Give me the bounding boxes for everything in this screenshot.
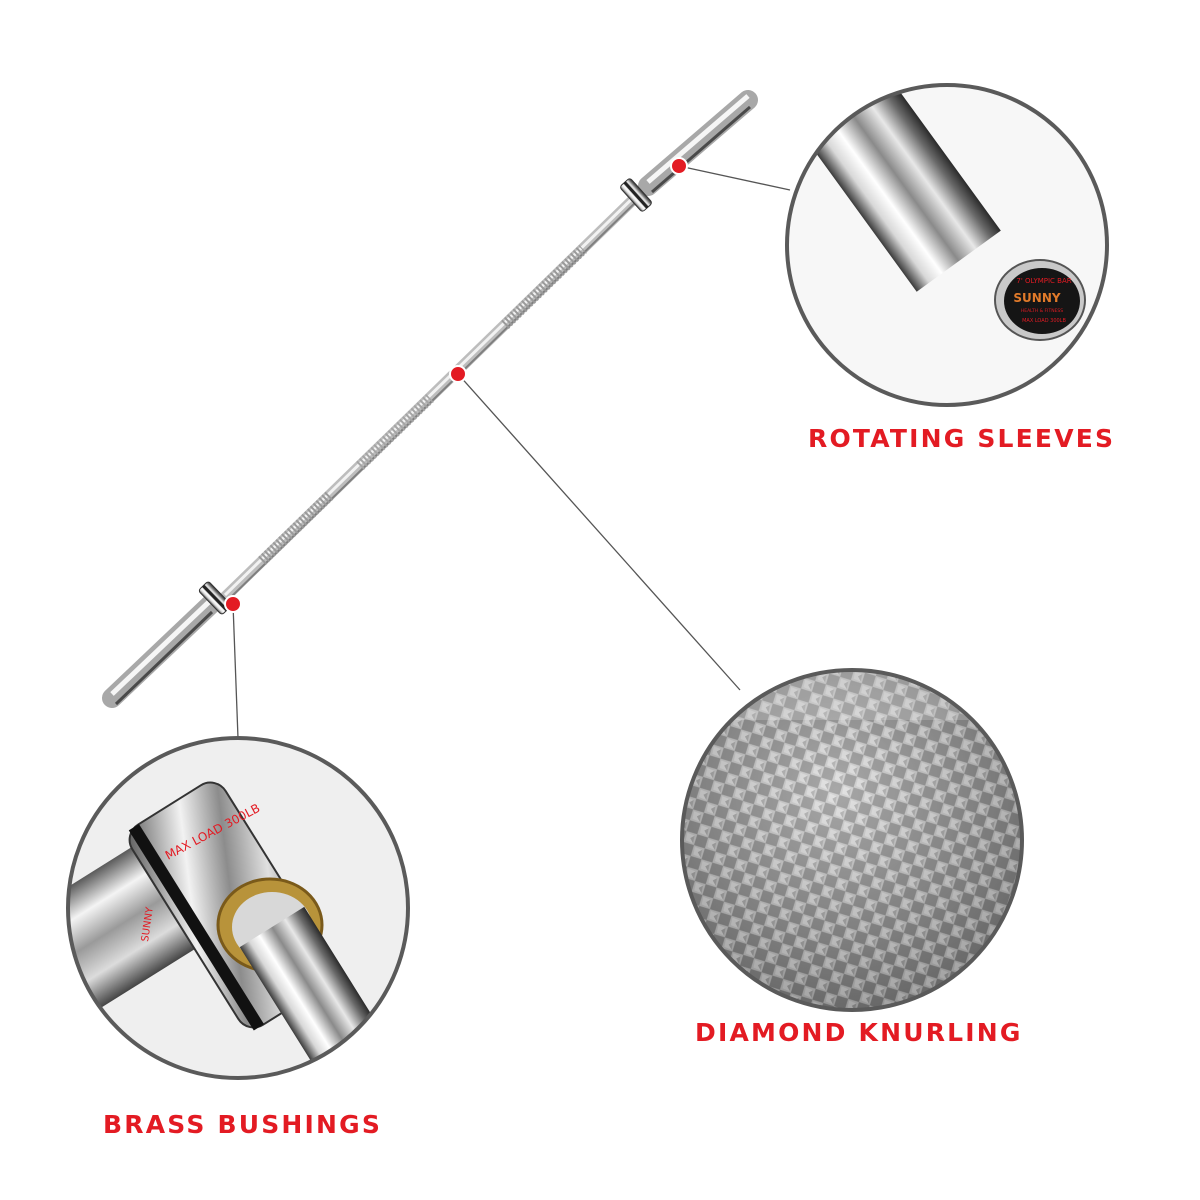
callout-rotating-sleeves: ROTATING SLEEVES (808, 424, 1116, 453)
sleeve-end-cap: 7' OLYMPIC BAR SUNNY HEALTH & FITNESS MA… (994, 259, 1086, 341)
left-sleeve (102, 595, 220, 708)
barbell (102, 90, 758, 708)
right-collar (620, 178, 652, 212)
hotspot-sleeve[interactable] (670, 157, 688, 175)
hotspot-markers (224, 157, 688, 613)
right-sleeve (638, 90, 758, 196)
zoom-circle-sleeve: 7' OLYMPIC BAR SUNNY HEALTH & FITNESS MA… (785, 83, 1109, 407)
connector-line-sleeve (678, 165, 791, 191)
end-cap-brand-sub: HEALTH & FITNESS (1021, 308, 1063, 314)
hotspot-knurling[interactable] (449, 365, 467, 383)
connector-line-bushing (232, 603, 239, 739)
end-cap-load-text: MAX LOAD 300LB (1022, 318, 1066, 324)
end-cap-brand: SUNNY (1013, 291, 1060, 305)
callout-diamond-knurling: DIAMOND KNURLING (695, 1018, 1023, 1047)
collar-brand-text: SUNNY (140, 906, 156, 943)
hotspot-bushing[interactable] (224, 595, 242, 613)
connector-lines (232, 165, 791, 739)
connector-line-knurling (457, 373, 741, 691)
zoom-circle-knurling (680, 668, 1024, 1012)
callout-brass-bushings: BRASS BUSHINGS (103, 1110, 383, 1139)
end-cap-model-text: 7' OLYMPIC BAR (1016, 277, 1071, 285)
zoom-circle-bushing: MAX LOAD 300LB SUNNY (66, 736, 410, 1080)
